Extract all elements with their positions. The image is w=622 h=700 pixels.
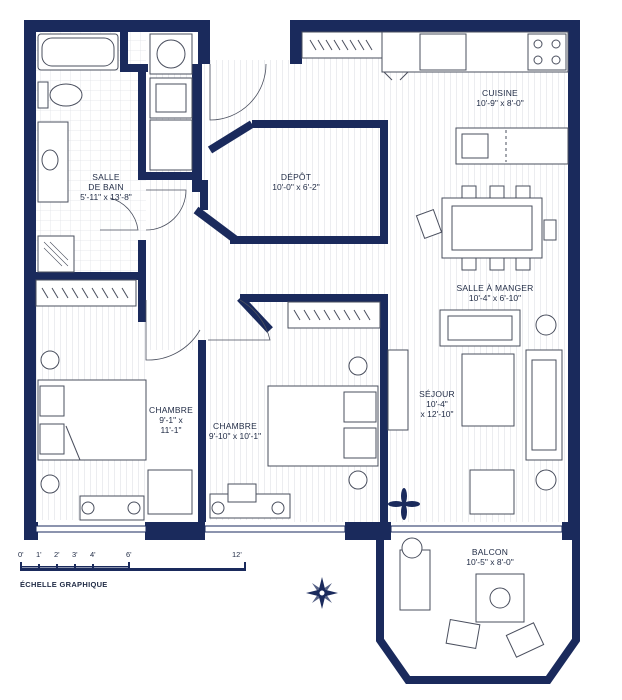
room-title-line1: SALLE: [92, 172, 120, 182]
room-label-sejour: SÉJOUR 10'-4" x 12'-10": [412, 389, 462, 419]
room-dimensions: 10'-9" x 8'-0": [476, 98, 524, 108]
compass-rose-icon: [306, 577, 338, 609]
exterior-walls: [24, 20, 580, 540]
room-label-depot: DÉPÔT 10'-0" x 6'-2": [258, 172, 334, 192]
room-dimensions: 10'-4" x 6'-10": [468, 293, 522, 303]
scale-tick-4: 4': [90, 550, 96, 559]
balcony: [376, 537, 580, 684]
living-furniture: [387, 309, 563, 515]
room-dimensions-line1: 9'-1" x: [159, 415, 183, 425]
room-dimensions-line1: 10'-4": [426, 399, 448, 409]
scale-tick-6: 6': [126, 550, 132, 559]
room-dimensions: 10'-5" x 8'-0": [466, 557, 514, 567]
closets: [35, 31, 383, 329]
room-dimensions: 9'-10" x 10'-1": [208, 431, 262, 441]
scale-tick-0: 0': [18, 550, 24, 559]
bedroom2-furniture: [209, 356, 379, 519]
room-label-cuisine: CUISINE 10'-9" x 8'-0": [462, 88, 538, 108]
room-title-line2: DE BAIN: [88, 182, 124, 192]
plant-icon: [388, 488, 420, 520]
room-label-chambre-2: CHAMBRE 9'-10" x 10'-1": [200, 421, 270, 441]
room-label-salle-a-manger: SALLE À MANGER 10'-4" x 6'-10": [450, 283, 540, 303]
scale-tick-3: 3': [72, 550, 78, 559]
kitchen-fixtures: [381, 31, 569, 165]
doors: [100, 63, 271, 361]
room-dimensions: 5'-11" x 13'-8": [80, 192, 132, 202]
room-label-chambre-1: CHAMBRE 9'-1" x 11'-1": [146, 405, 196, 435]
scale-tick-12: 12': [232, 550, 242, 559]
graphic-scale: [20, 562, 246, 571]
room-dimensions-line2: 11'-1": [160, 425, 182, 435]
room-title: CUISINE: [482, 88, 518, 98]
room-label-salle-de-bain: SALLE DE BAIN 5'-11" x 13'-8": [68, 172, 144, 202]
room-label-balcon: BALCON 10'-5" x 8'-0": [456, 547, 524, 567]
room-title: SÉJOUR: [419, 389, 455, 399]
dining-table: [415, 185, 557, 271]
room-title: BALCON: [471, 547, 509, 557]
room-dimensions-line2: x 12'-10": [420, 409, 454, 419]
bathroom-fixtures: [37, 33, 193, 273]
bedroom1-furniture: [37, 350, 193, 521]
scale-tick-1: 1': [36, 550, 42, 559]
scale-tick-2: 2': [54, 550, 60, 559]
room-title: SALLE À MANGER: [456, 283, 534, 293]
room-dimensions: 10'-0" x 6'-2": [272, 182, 320, 192]
interior-walls: [36, 32, 388, 522]
room-title: CHAMBRE: [213, 421, 257, 431]
scale-caption: ÉCHELLE GRAPHIQUE: [20, 580, 108, 589]
room-title: CHAMBRE: [149, 405, 193, 415]
room-title: DÉPÔT: [280, 172, 312, 182]
